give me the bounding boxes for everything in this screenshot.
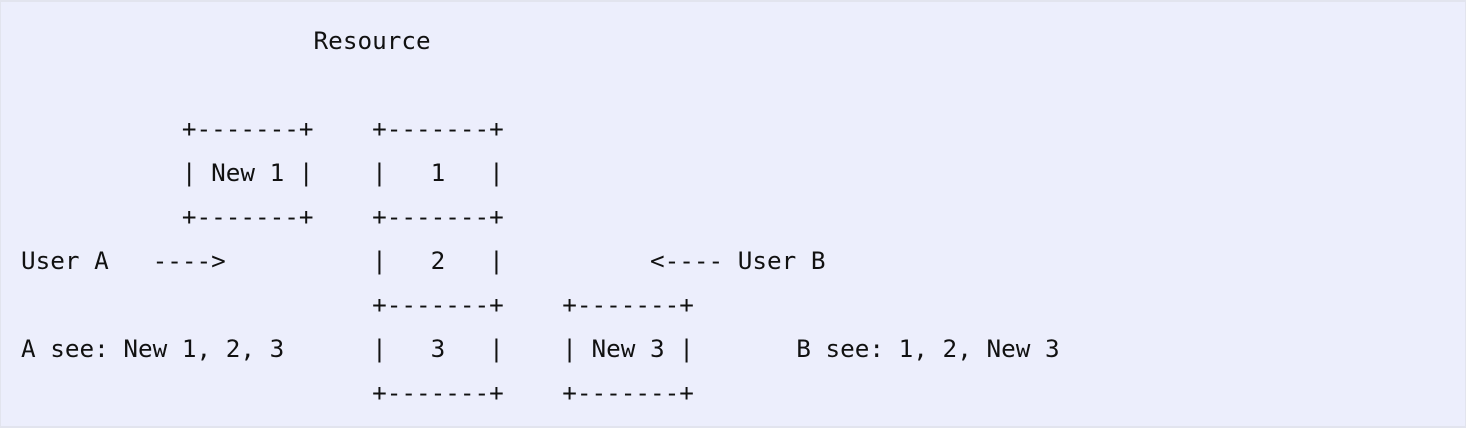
box-top-borders: +-------+ +-------+ (21, 114, 504, 143)
box-bottom-borders: +-------+ +-------+ (21, 378, 694, 407)
row-views-and-3: A see: New 1, 2, 3 | 3 | | New 3 | B see… (21, 334, 1060, 363)
row-new1-and-1: | New 1 | | 1 | (21, 158, 504, 187)
box-separator-2: +-------+ +-------+ (21, 290, 694, 319)
resource-title: Resource (21, 26, 431, 55)
row-users-and-2: User A ----> | 2 | <---- User B (21, 246, 826, 275)
box-separator-1: +-------+ +-------+ (21, 202, 504, 231)
